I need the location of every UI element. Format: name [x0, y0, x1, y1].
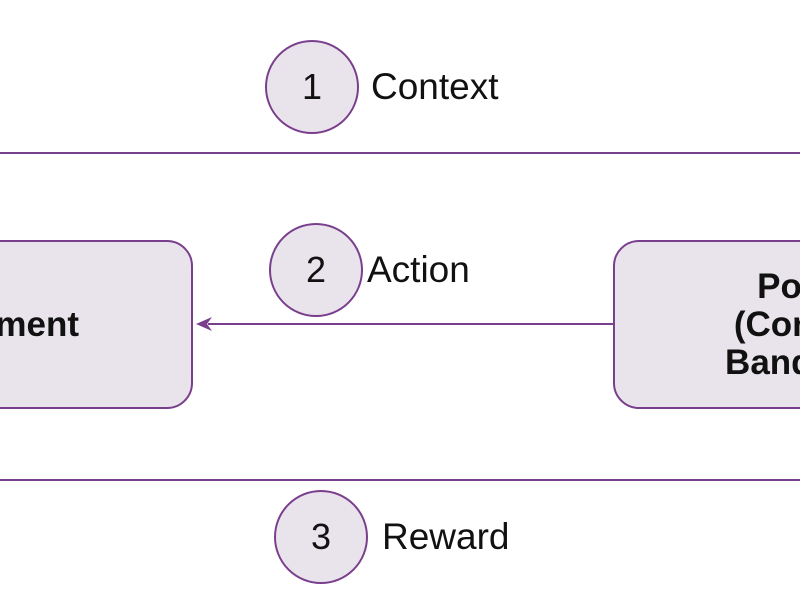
reward-flow-line [0, 479, 800, 481]
policy-box-line-1: Po [757, 266, 800, 306]
policy-box-line-3: Bandit [725, 342, 800, 382]
step-number-circle-1: 1 [265, 40, 359, 134]
context-flow-line [0, 152, 800, 154]
environment-box-label: nment [0, 304, 79, 344]
policy-box-line-2: (Cont [733, 304, 800, 344]
step-context: 1 Context [265, 40, 499, 134]
action-arrow-head [196, 317, 212, 331]
step-reward: 3 Reward [274, 490, 510, 584]
environment-box: nment [0, 240, 193, 409]
step-label-action: Action [367, 249, 470, 290]
step-action: 2 Action [269, 223, 470, 317]
step-number-circle-3: 3 [274, 490, 368, 584]
policy-box: Po (Cont Bandit [613, 240, 800, 409]
step-number-circle-2: 2 [269, 223, 363, 317]
step-label-context: Context [371, 66, 499, 107]
step-label-reward: Reward [382, 516, 510, 557]
